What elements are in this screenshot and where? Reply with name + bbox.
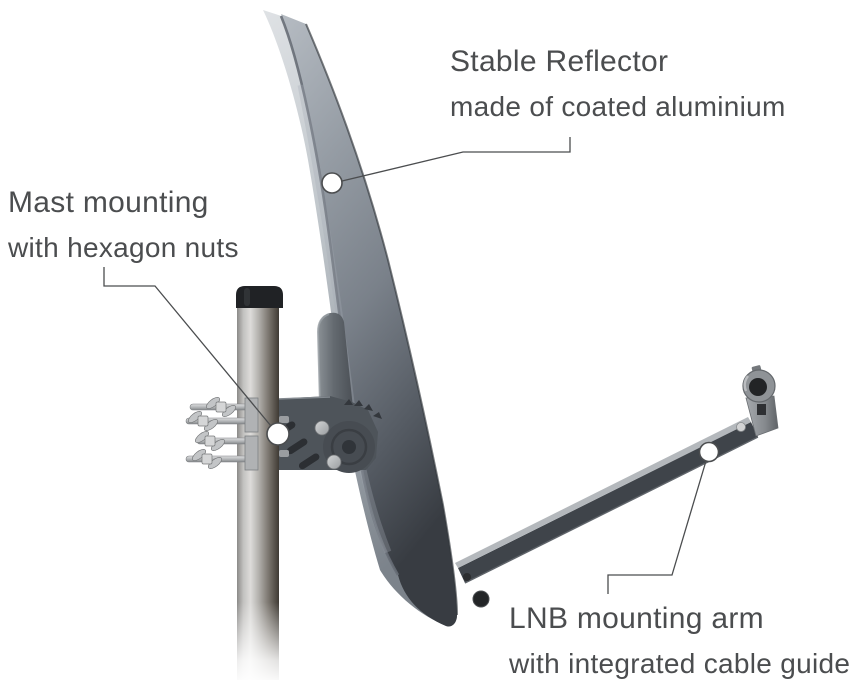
lnb-clamp-hole [749, 378, 767, 396]
mast-mounting-title: Mast mounting [8, 186, 209, 219]
lnb-holder [742, 365, 779, 437]
reflector-subtitle: made of coated aluminium [450, 91, 786, 122]
mast-cap [236, 286, 283, 308]
arm-top-face [455, 417, 751, 568]
mast-mounting-subtitle: with hexagon nuts [8, 232, 239, 263]
lnb-arm-subtitle: with integrated cable guide [509, 648, 851, 679]
wing-nut-1 [205, 397, 237, 417]
callout-marker-mast-icon [266, 422, 290, 446]
bracket-pin-lower [326, 454, 342, 470]
wing-nut-2 [187, 411, 219, 431]
arm-rivet [736, 422, 746, 432]
lnb-holder-detail [757, 404, 766, 415]
arm-joint-bolt [463, 573, 471, 581]
dish-reflector [263, 10, 458, 627]
label-stable-reflector: Stable Reflector made of coated aluminiu… [450, 39, 786, 129]
callout-line-reflector [341, 137, 571, 182]
wing-nut-4 [191, 449, 223, 469]
bracket-ratchet-teeth [344, 399, 382, 419]
lnb-clamp-highlight [743, 375, 750, 392]
dish-body [281, 14, 457, 627]
mast-clamp [185, 397, 289, 471]
arm-side-face [458, 422, 758, 583]
clamp-bar-lower [244, 435, 259, 471]
bracket-wedge [318, 312, 353, 408]
bracket-pin-upper [314, 420, 330, 436]
callouts [103, 137, 720, 594]
bracket-hinge-center [342, 440, 356, 454]
bracket-hinge-ring [330, 428, 368, 466]
mast-cap-highlight [244, 288, 250, 306]
callout-marker-reflector-icon [321, 172, 343, 194]
bolt-end-lower [279, 450, 289, 457]
label-lnb-mounting-arm: LNB mounting arm with integrated cable g… [509, 596, 850, 686]
wing-nut-3 [194, 431, 226, 451]
reflector-title: Stable Reflector [450, 45, 669, 78]
callout-line-lnb [607, 460, 707, 594]
dish-edge-shade [305, 23, 458, 616]
arm-joint-knob [472, 590, 490, 608]
bolt-end-upper [279, 416, 289, 423]
bracket-wedge-highlight [316, 313, 330, 405]
label-mast-mounting: Mast mounting with hexagon nuts [8, 180, 239, 270]
mast-fade [222, 602, 298, 700]
callout-line-mast [103, 267, 272, 427]
callout-marker-lnb-icon [698, 441, 720, 463]
lnb-arm-title: LNB mounting arm [509, 602, 764, 635]
